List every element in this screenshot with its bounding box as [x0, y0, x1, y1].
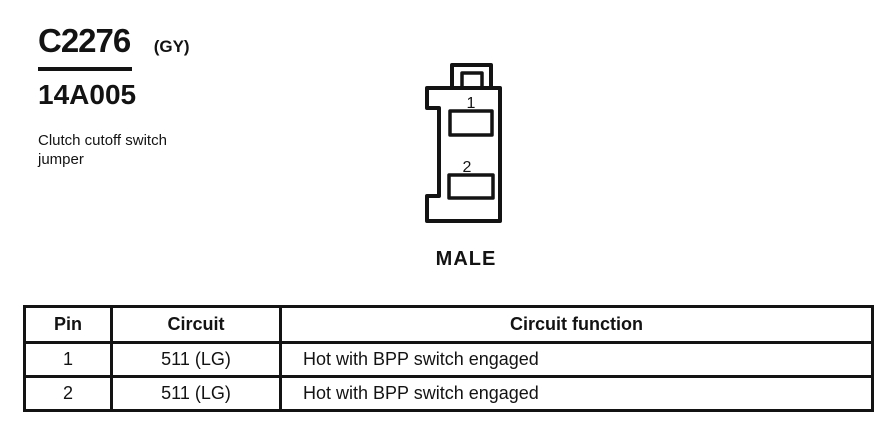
connector-latch-inner — [460, 71, 484, 89]
connector-latch-outer — [450, 63, 493, 89]
connector-description-line2: jumper — [38, 151, 84, 168]
connector-face-diagram: 1 2 — [425, 63, 502, 223]
cell-circuit-function: Hot with BPP switch engaged — [279, 375, 874, 412]
cell-circuit-function: Hot with BPP switch engaged — [279, 341, 874, 378]
cell-pin: 2 — [23, 375, 113, 412]
pin-cavity-2 — [447, 173, 495, 200]
cell-pin: 1 — [23, 341, 113, 378]
pin-function-table: Pin Circuit Circuit function 1 511 (LG) … — [23, 305, 874, 412]
pin-label-2: 2 — [463, 159, 472, 176]
table-row: 2 511 (LG) Hot with BPP switch engaged — [23, 375, 874, 412]
connector-description: Clutch cutoff switch jumper — [38, 131, 167, 169]
header-pin: Pin — [23, 305, 113, 344]
connector-id: C2276 — [38, 24, 133, 71]
connector-description-line1: Clutch cutoff switch — [38, 132, 167, 149]
connector-gender-label: MALE — [435, 248, 497, 270]
cell-circuit: 511 (LG) — [110, 341, 282, 378]
connector-body-outline — [425, 86, 502, 223]
table-header-row: Pin Circuit Circuit function — [23, 305, 874, 344]
part-number: 14A005 — [38, 79, 137, 110]
pin-label-1: 1 — [467, 95, 476, 112]
header-circuit: Circuit — [110, 305, 282, 344]
connector-color-code: (GY) — [153, 37, 190, 56]
header-circuit-function: Circuit function — [279, 305, 874, 344]
table-row: 1 511 (LG) Hot with BPP switch engaged — [23, 341, 874, 378]
cell-circuit: 511 (LG) — [110, 375, 282, 412]
pin-cavity-1 — [448, 109, 494, 137]
connector-header: C2276 (GY) — [38, 24, 190, 71]
